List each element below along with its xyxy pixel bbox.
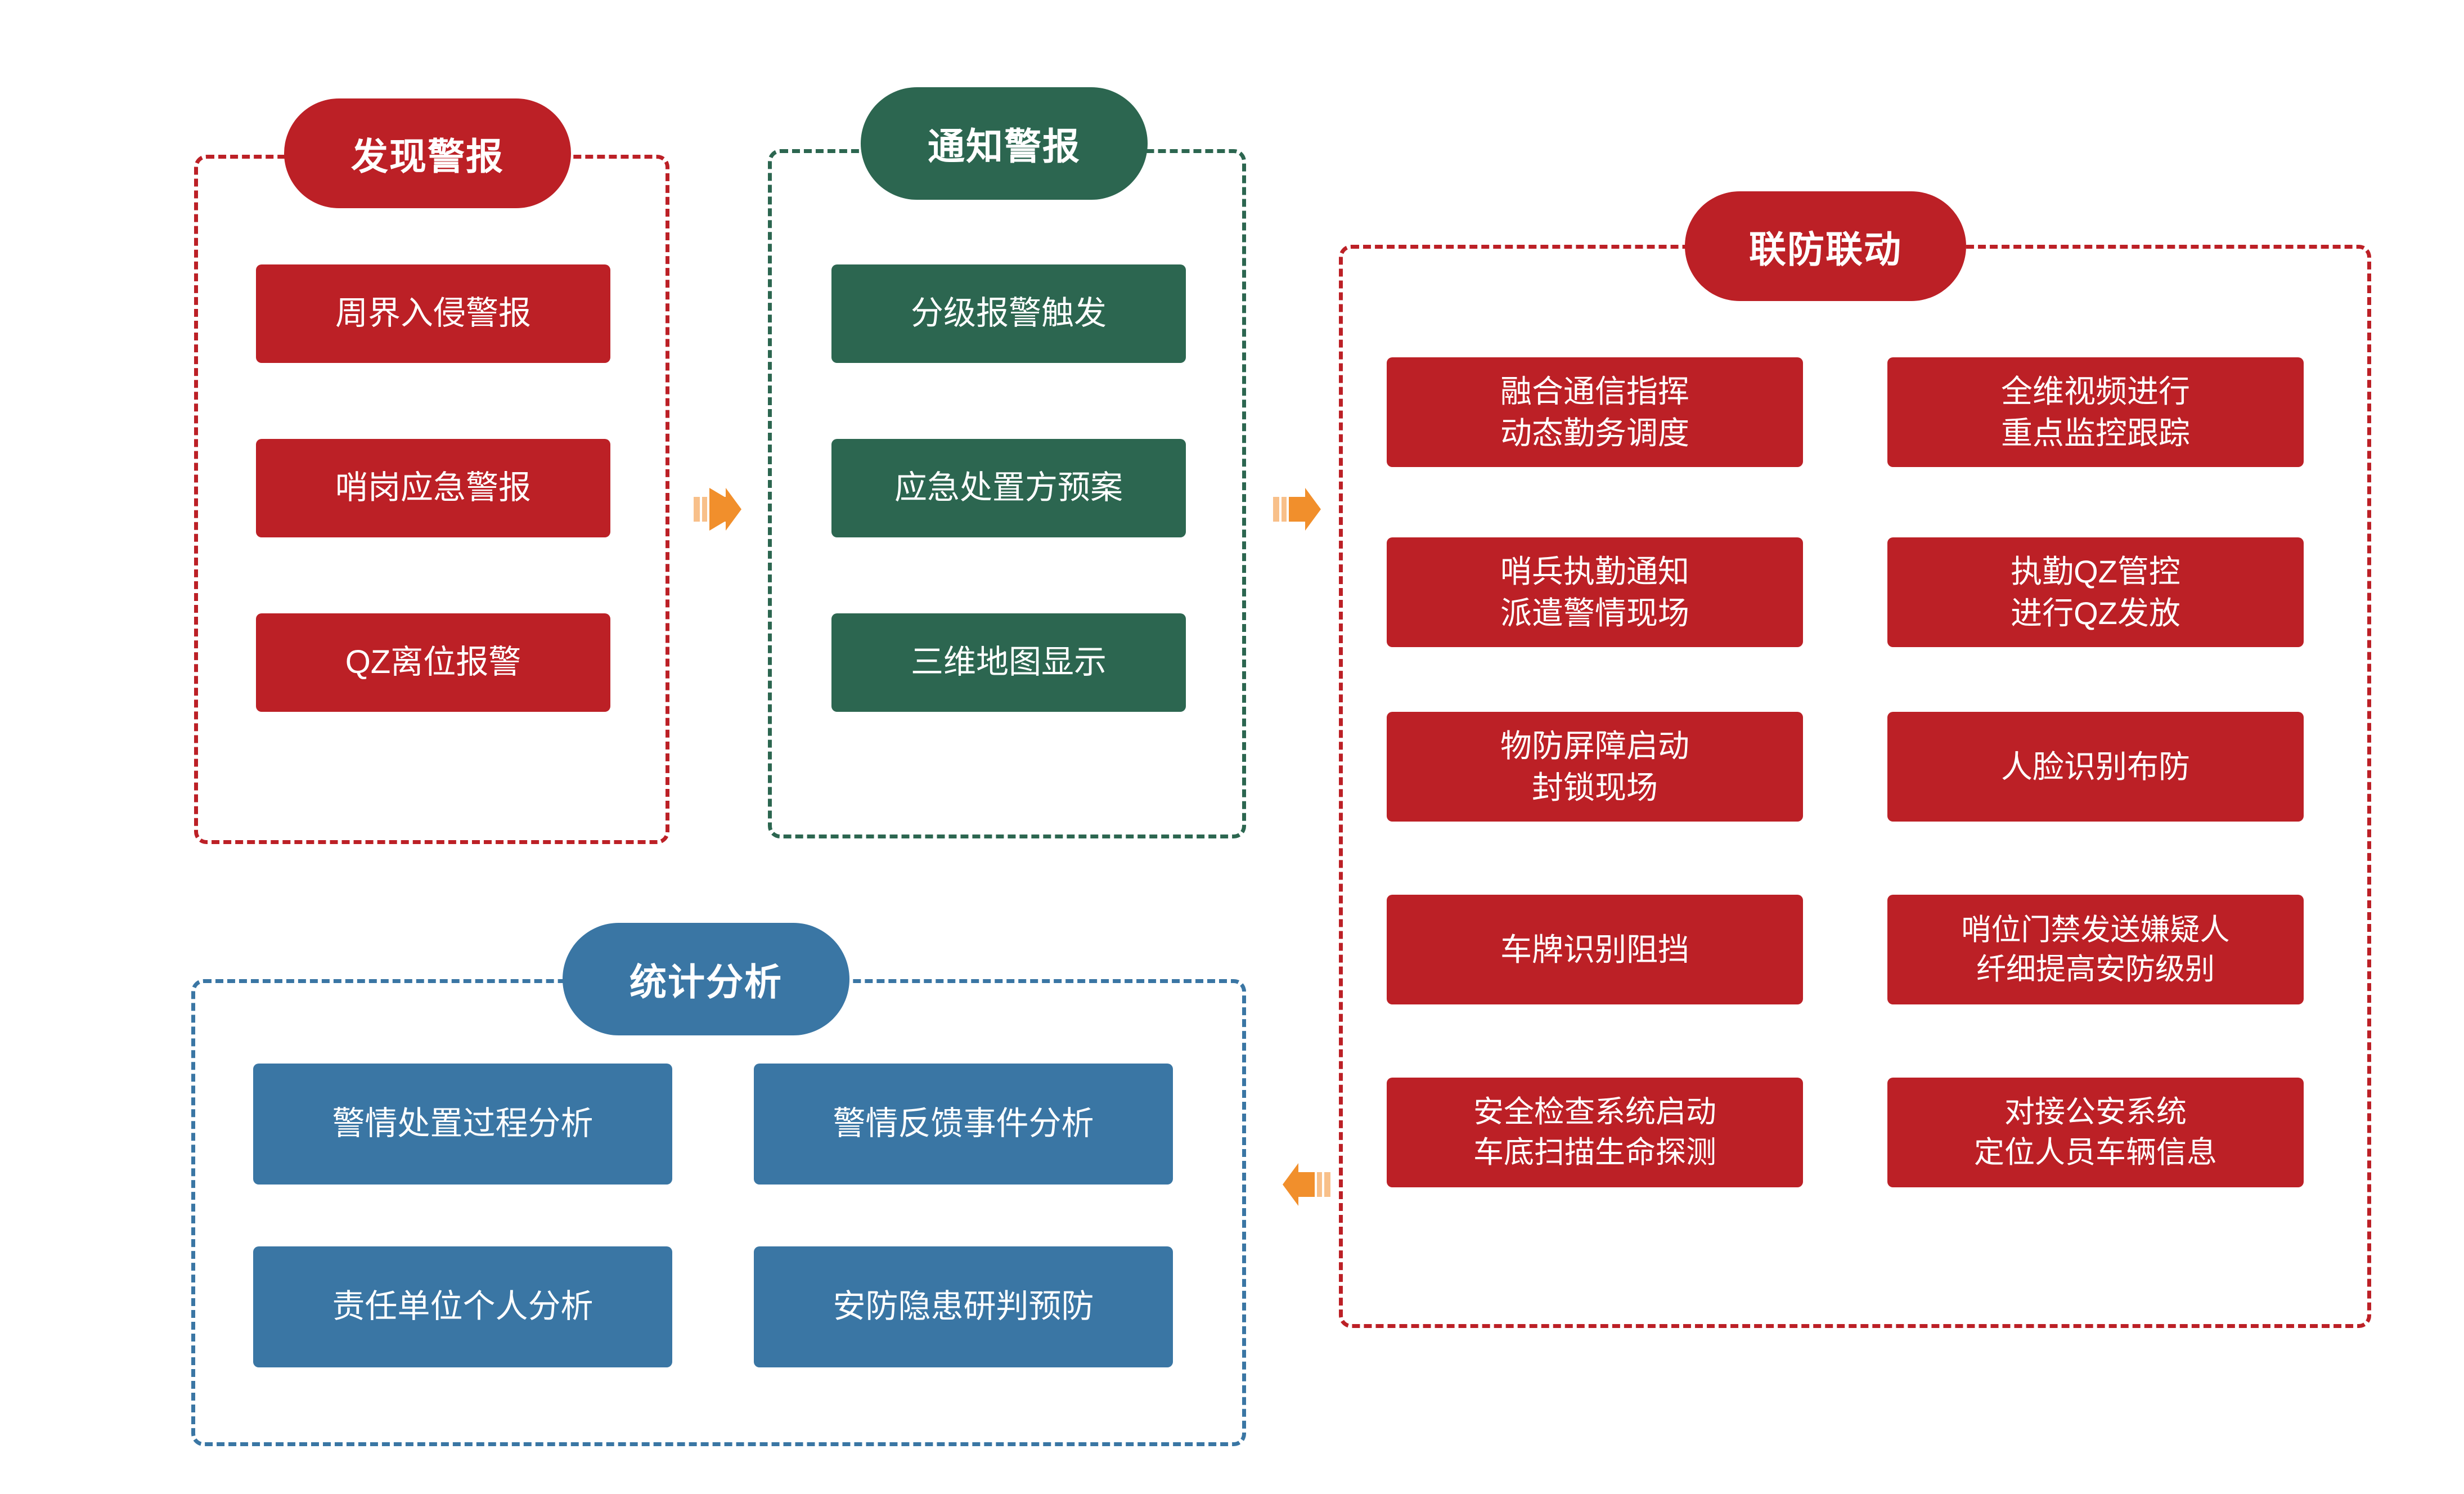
card-emergency-response-plan[interactable]: 应急处置方预案	[831, 439, 1186, 537]
card-label-line2: 进行QZ发放	[2011, 595, 2180, 631]
card-label-line2: 定位人员车辆信息	[1974, 1135, 2217, 1169]
card-label: 分级报警触发	[910, 295, 1107, 332]
card-label: 警情处置过程分析	[332, 1105, 593, 1142]
arrow-discover-to-notify-icon	[691, 481, 747, 537]
card-sentry-duty-dispatch[interactable]: 哨兵执勤通知 派遣警情现场	[1387, 537, 1803, 647]
card-security-check-scan[interactable]: 安全检查系统启动 车底扫描生命探测	[1387, 1078, 1803, 1187]
card-label-line1: 安全检查系统启动	[1473, 1095, 1716, 1129]
card-label-line2: 纤细提高安防级别	[1976, 952, 2215, 986]
card-duty-qz-control[interactable]: 执勤QZ管控 进行QZ发放	[1887, 537, 2304, 647]
card-security-risk-prevention-analysis[interactable]: 安防隐患研判预防	[754, 1246, 1173, 1367]
group-header-statistics-analysis[interactable]: 统计分析	[563, 923, 849, 1035]
card-label: 警情反馈事件分析	[833, 1105, 1094, 1142]
card-label: 三维地图显示	[910, 644, 1107, 681]
group-header-label: 发现警报	[351, 135, 504, 177]
group-header-notify-alarm[interactable]: 通知警报	[861, 87, 1148, 200]
card-label-line2: 动态勤务调度	[1500, 415, 1689, 451]
card-label-line2: 封锁现场	[1532, 769, 1658, 805]
card-label: 应急处置方预案	[894, 469, 1123, 506]
card-label: 哨岗应急警报	[335, 469, 531, 506]
card-label-line2: 车底扫描生命探测	[1473, 1135, 1716, 1169]
arrow-notify-to-joint-icon	[1270, 481, 1327, 537]
card-label: QZ离位报警	[345, 644, 521, 681]
card-label-line2: 重点监控跟踪	[2001, 415, 2190, 451]
card-graded-alarm-trigger[interactable]: 分级报警触发	[831, 264, 1186, 363]
card-responsible-unit-person-analysis[interactable]: 责任单位个人分析	[253, 1246, 672, 1367]
group-header-label: 统计分析	[630, 961, 783, 1003]
card-alarm-feedback-event-analysis[interactable]: 警情反馈事件分析	[754, 1064, 1173, 1185]
card-plate-recognition-block[interactable]: 车牌识别阻挡	[1387, 895, 1803, 1004]
card-label: 周界入侵警报	[335, 295, 531, 332]
card-perimeter-intrusion-alarm[interactable]: 周界入侵警报	[256, 264, 610, 363]
card-gate-suspect-alert[interactable]: 哨位门禁发送嫌疑人 纤细提高安防级别	[1887, 895, 2304, 1004]
group-header-discover-alarm[interactable]: 发现警报	[284, 98, 571, 208]
card-alarm-handling-process-analysis[interactable]: 警情处置过程分析	[253, 1064, 672, 1185]
card-label: 责任单位个人分析	[332, 1288, 593, 1325]
card-label-line1: 物防屏障启动	[1500, 728, 1689, 764]
card-label: 车牌识别阻挡	[1500, 931, 1689, 967]
group-header-label: 通知警报	[928, 125, 1081, 167]
card-label-line1: 哨位门禁发送嫌疑人	[1961, 913, 2230, 946]
card-face-recognition-defense[interactable]: 人脸识别布防	[1887, 712, 2304, 822]
group-header-joint-defense[interactable]: 联防联动	[1685, 191, 1966, 301]
card-label-line1: 对接公安系统	[2004, 1095, 2187, 1129]
group-header-label: 联防联动	[1749, 228, 1902, 270]
card-omni-video-tracking[interactable]: 全维视频进行 重点监控跟踪	[1887, 357, 2304, 467]
card-label-line1: 融合通信指挥	[1500, 373, 1689, 409]
card-police-system-integration[interactable]: 对接公安系统 定位人员车辆信息	[1887, 1078, 2304, 1187]
card-physical-barrier-lockdown[interactable]: 物防屏障启动 封锁现场	[1387, 712, 1803, 822]
card-label-line1: 哨兵执勤通知	[1500, 553, 1689, 589]
group-statistics-analysis	[191, 979, 1246, 1446]
card-3d-map-display[interactable]: 三维地图显示	[831, 613, 1186, 712]
card-label: 人脸识别布防	[2001, 748, 2190, 784]
card-label-line2: 派遣警情现场	[1500, 595, 1689, 631]
card-label: 安防隐患研判预防	[833, 1288, 1094, 1325]
card-label-line1: 执勤QZ管控	[2011, 553, 2180, 589]
card-sentry-emergency-alarm[interactable]: 哨岗应急警报	[256, 439, 610, 537]
card-label-line1: 全维视频进行	[2001, 373, 2190, 409]
card-integrated-comms-command[interactable]: 融合通信指挥 动态勤务调度	[1387, 357, 1803, 467]
arrow-joint-to-statistics-icon	[1277, 1156, 1333, 1213]
card-qz-offpost-alarm[interactable]: QZ离位报警	[256, 613, 610, 712]
